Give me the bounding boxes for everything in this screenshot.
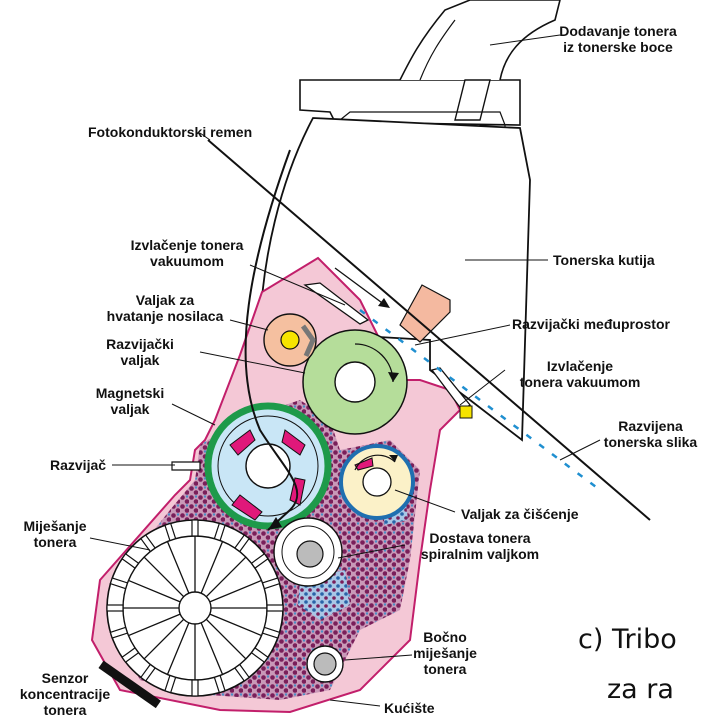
label-tonerska-kutija: Tonerska kutija xyxy=(553,252,655,268)
magnetic-roller xyxy=(208,406,328,526)
label-bocno-mijesanje: Bočno miješanje tonera xyxy=(400,629,490,677)
caption-line-2: za ra xyxy=(607,674,674,705)
label-dostava-tonera: Dostava tonera spiralnim valjkom xyxy=(405,530,555,562)
label-fotokonduktorski-remen: Fotokonduktorski remen xyxy=(88,124,252,140)
caption-line-1: c) Tribo xyxy=(578,624,677,655)
wheel-paddle xyxy=(107,605,123,611)
wheel-paddle xyxy=(192,680,198,696)
label-senzor: Senzor koncentracije tonera xyxy=(10,670,120,718)
label-razvijacki-medjuprostor: Razvijački međuprostor xyxy=(512,316,670,332)
wheel-paddle xyxy=(192,520,198,536)
side-mixing-roller xyxy=(307,646,343,682)
label-izvlacenje-vakuumom-2: Izvlačenje tonera vakuumom xyxy=(500,358,660,390)
carrier-pickup-roller xyxy=(264,314,316,366)
vacuum-yellow-block xyxy=(460,406,472,418)
label-izvlacenje-vakuumom-1: Izvlačenje tonera vakuumom xyxy=(112,237,262,269)
developing-roller xyxy=(303,330,407,434)
label-valjak-ciscenje: Valjak za čišćenje xyxy=(461,506,579,522)
label-razvijena-slika: Razvijena tonerska slika xyxy=(588,418,707,450)
label-razvijac: Razvijač xyxy=(50,457,106,473)
label-mijesanje-tonera: Miješanje tonera xyxy=(10,518,100,550)
label-magnetski-valjak: Magnetski valjak xyxy=(80,385,180,417)
label-kuciste: Kućište xyxy=(384,700,435,716)
label-valjak-nosilaca: Valjak za hvatanje nosilaca xyxy=(90,292,240,324)
cleaning-roller xyxy=(341,446,413,518)
razvijac-bracket xyxy=(172,462,200,470)
label-razvijacki-valjak: Razvijački valjak xyxy=(80,336,200,368)
label-dodavanje-tonera: Dodavanje tonera iz tonerske boce xyxy=(538,23,698,55)
spiral-delivery-roller xyxy=(274,518,342,586)
wheel-paddle xyxy=(267,605,283,611)
